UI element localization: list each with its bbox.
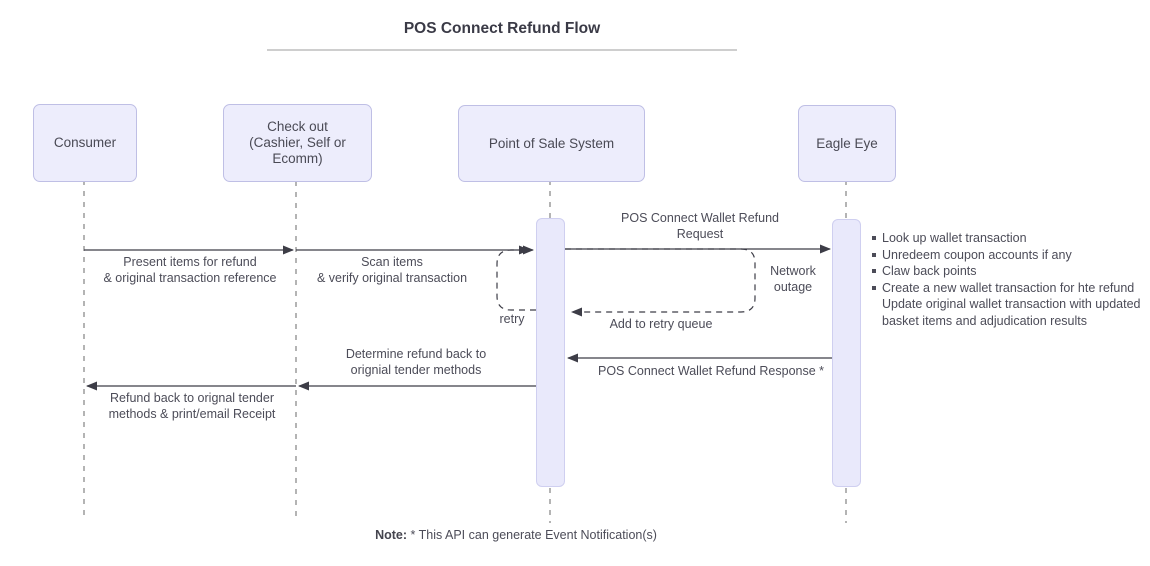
note-text: Update original wallet transaction with … <box>882 297 1141 328</box>
participant-pos: Point of Sale System <box>458 105 645 182</box>
message-network-outage: Network outage <box>770 264 816 294</box>
message-add-to-retry-queue: Add to retry queue <box>609 317 713 331</box>
page-title: POS Connect Refund Flow <box>403 20 601 37</box>
bullet-icon <box>872 285 876 290</box>
activation-bar-pos <box>536 218 565 487</box>
message-scan-items: Scan items & verify original transaction <box>316 255 468 285</box>
message-determine-refund: Determine refund back to orignial tender… <box>345 347 487 377</box>
message-retry: retry <box>499 312 525 326</box>
eagle-eye-notes-list: Look up wallet transaction Unredeem coup… <box>871 230 1143 329</box>
participant-consumer: Consumer <box>33 104 137 182</box>
footnote-label: Note: <box>375 528 408 542</box>
eagle-eye-note-item: Unredeem coupon accounts if any <box>871 247 1143 264</box>
footnote: Note: * This API can generate Event Noti… <box>375 528 657 542</box>
add-to-retry-queue-dashed-arrow <box>565 248 756 317</box>
message-refund-request: POS Connect Wallet Refund Request <box>621 211 779 241</box>
footnote-text: * This API can generate Event Notificati… <box>407 528 657 542</box>
note-text: Claw back points <box>882 264 977 278</box>
note-text: Unredeem coupon accounts if any <box>882 247 1072 262</box>
retry-dashed-loop-arrow <box>496 245 536 311</box>
eagle-eye-note-item: Look up wallet transaction <box>871 230 1143 247</box>
participant-pos-label: Point of Sale System <box>488 135 615 151</box>
bullet-icon <box>872 252 876 257</box>
note-text: Create a new wallet transaction for hte … <box>882 280 1135 295</box>
participant-checkout: Check out (Cashier, Self or Ecomm) <box>223 104 372 182</box>
message-present-items: Present items for refund & original tran… <box>103 255 277 285</box>
activation-bar-eagle-eye <box>832 219 861 487</box>
eagle-eye-note-item: Create a new wallet transaction for hte … <box>871 280 1143 297</box>
message-refund-response: POS Connect Wallet Refund Response * <box>597 364 825 378</box>
bullet-icon <box>872 269 876 273</box>
eagle-eye-note-item: Update original wallet transaction with … <box>871 296 1143 329</box>
participant-checkout-label: Check out (Cashier, Self or Ecomm) <box>249 119 346 166</box>
participant-eagle-eye: Eagle Eye <box>798 105 896 182</box>
participant-consumer-label: Consumer <box>53 135 117 150</box>
eagle-eye-note-item: Claw back points <box>871 263 1143 280</box>
message-refund-back: Refund back to orignal tender methods & … <box>108 391 276 421</box>
note-text: Look up wallet transaction <box>882 231 1027 245</box>
bullet-icon <box>872 236 876 240</box>
participant-eagle-eye-label: Eagle Eye <box>816 135 878 151</box>
